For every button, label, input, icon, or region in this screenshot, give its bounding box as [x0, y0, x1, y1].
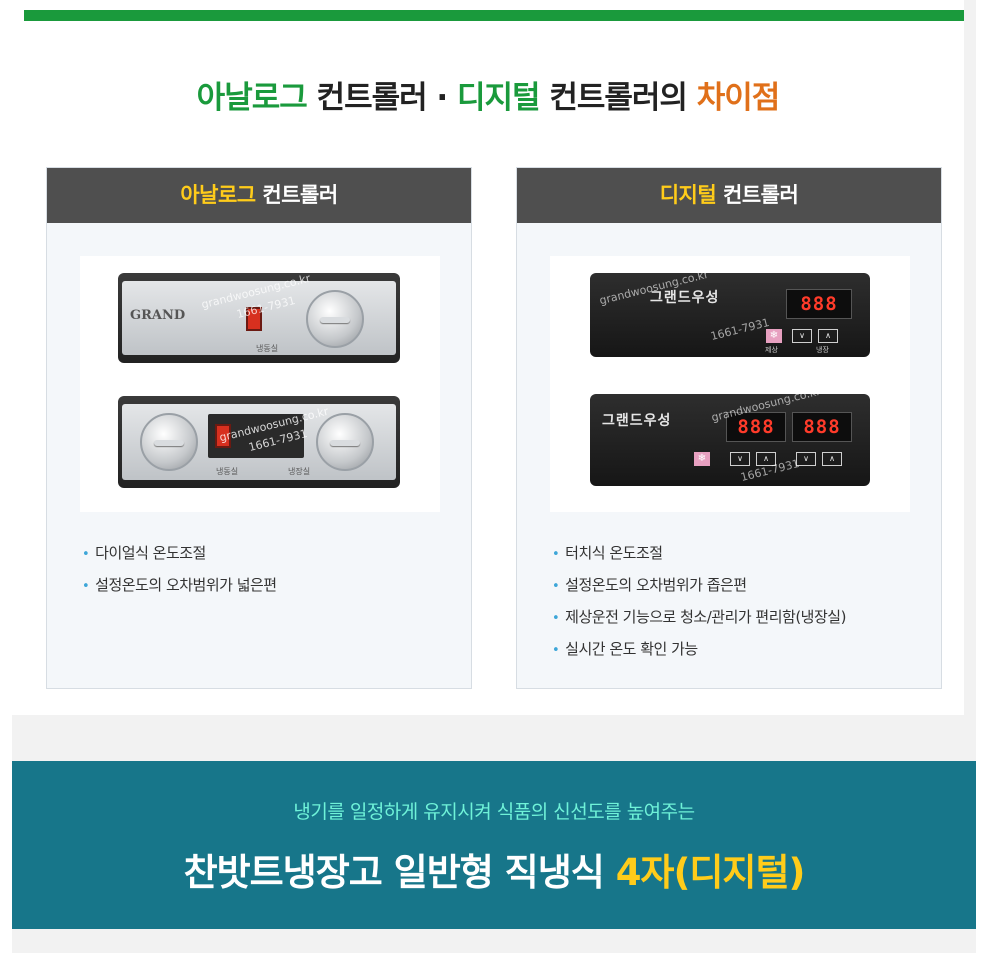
temp-up-button[interactable]: ∧	[818, 329, 838, 343]
page-title: 아날로그 컨트롤러 · 디지털 컨트롤러의 차이점	[12, 72, 964, 117]
watermark-phone: 1661-7931	[709, 315, 771, 344]
defrost-button[interactable]: ❄	[766, 329, 782, 343]
analog-card-header: 아날로그 컨트롤러	[47, 168, 471, 223]
analog-feature-list: •다이얼식 온도조절 •설정온도의 오차범위가 넓은편	[82, 538, 277, 602]
digital-card-title-highlight: 디지털	[659, 183, 717, 207]
comparison-panel: 아날로그 컨트롤러 · 디지털 컨트롤러의 차이점 아날로그 컨트롤러 GRAN…	[12, 0, 964, 715]
list-item: •설정온도의 오차범위가 넓은편	[82, 576, 277, 594]
defrost-label: 제상	[765, 346, 778, 354]
fridge-temperature-display: 888	[792, 412, 852, 442]
freezer-dial-knob	[140, 413, 198, 471]
list-item: •터치식 온도조절	[552, 544, 663, 562]
analog-bottom-freezer-label: 냉동실	[216, 467, 239, 476]
analog-bottom-fridge-label: 냉장실	[288, 467, 311, 476]
title-difference: 차이점	[696, 80, 781, 116]
title-controller-1: 컨트롤러 ·	[306, 80, 457, 116]
temperature-display: 888	[786, 289, 852, 319]
top-accent-bar	[24, 10, 964, 21]
list-item: •다이얼식 온도조절	[82, 544, 206, 562]
power-switch-2	[215, 424, 231, 448]
freezer-down-button[interactable]: ∨	[730, 452, 750, 466]
analog-controller-card: 아날로그 컨트롤러 GRAND 냉동실 grandwoosung.co.kr 1…	[46, 167, 472, 689]
fridge-dial-knob	[316, 413, 374, 471]
title-analog: 아날로그	[196, 80, 308, 116]
analog-top-freezer-label: 냉동실	[256, 344, 279, 353]
analog-controller-photo: GRAND 냉동실 grandwoosung.co.kr 1661-7931 냉…	[80, 256, 440, 512]
analog-card-title-highlight: 아날로그	[180, 183, 256, 207]
analog-controller-bottom: 냉동실 냉장실 grandwoosung.co.kr 1661-7931	[118, 396, 400, 488]
digital-feature-list: •터치식 온도조절 •설정온도의 오차범위가 좁은편 •제상운전 기능으로 청소…	[552, 538, 846, 666]
analog-card-title-rest: 컨트롤러	[255, 183, 338, 207]
list-item: •실시간 온도 확인 가능	[552, 640, 698, 658]
digital-card-header: 디지털 컨트롤러	[517, 168, 941, 223]
digital-brand-label-2: 그랜드우성	[602, 413, 672, 429]
digital-controller-top: 그랜드우성 888 ❄ 제상 ∨ ∧ 냉장 grandwoosung.co.kr…	[590, 268, 870, 357]
title-controller-2: 컨트롤러의	[539, 80, 697, 116]
fridge-up-button[interactable]: ∧	[822, 452, 842, 466]
analog-brand-label: GRAND	[130, 308, 186, 323]
title-digital: 디지털	[457, 80, 541, 116]
digital-card-title-rest: 컨트롤러	[716, 183, 799, 207]
snowflake-icon: ❄	[769, 330, 779, 341]
digital-controller-bottom: 그랜드우성 888 888 ❄ ∨ ∧ ∨ ∧ grandwoosung.co.…	[590, 385, 870, 486]
product-banner: 냉기를 일정하게 유지시켜 식품의 신선도를 높여주는 찬밧트냉장고 일반형 직…	[12, 761, 976, 929]
fridge-down-button[interactable]: ∨	[796, 452, 816, 466]
snowflake-icon: ❄	[697, 453, 707, 464]
digital-brand-label: 그랜드우성	[650, 290, 720, 306]
banner-subtitle: 냉기를 일정하게 유지시켜 식품의 신선도를 높여주는	[293, 801, 695, 823]
fridge-label: 냉장	[816, 346, 829, 354]
power-switch	[246, 307, 262, 331]
analog-controller-top: GRAND 냉동실 grandwoosung.co.kr 1661-7931	[118, 272, 400, 363]
temperature-dial-knob	[306, 290, 364, 348]
list-item: •설정온도의 오차범위가 좁은편	[552, 576, 747, 594]
temp-down-button[interactable]: ∨	[792, 329, 812, 343]
banner-title-highlight: 4자(디지털)	[615, 851, 806, 894]
digital-controller-photo: 그랜드우성 888 ❄ 제상 ∨ ∧ 냉장 grandwoosung.co.kr…	[550, 256, 910, 512]
freezer-temperature-display: 888	[726, 412, 786, 442]
banner-title: 찬밧트냉장고 일반형 직냉식 4자(디지털)	[12, 842, 976, 896]
defrost-button-2[interactable]: ❄	[694, 452, 710, 466]
freezer-up-button[interactable]: ∧	[756, 452, 776, 466]
digital-controller-card: 디지털 컨트롤러 그랜드우성 888 ❄ 제상 ∨ ∧ 냉장 grandwoos…	[516, 167, 942, 689]
list-item: •제상운전 기능으로 청소/관리가 편리함(냉장실)	[552, 608, 846, 626]
banner-title-main: 찬밧트냉장고 일반형 직냉식	[183, 851, 616, 894]
